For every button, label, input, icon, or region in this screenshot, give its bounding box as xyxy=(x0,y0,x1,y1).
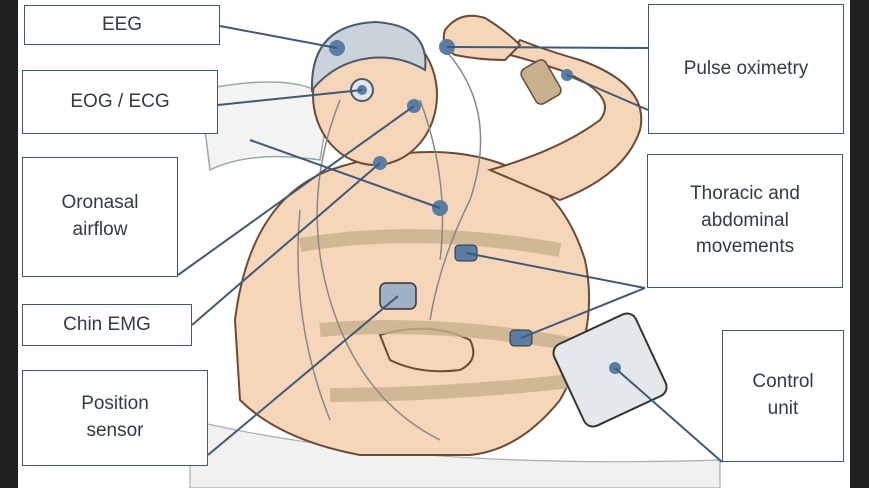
label-eeg: EEG xyxy=(24,5,220,45)
label-control-unit: Control unit xyxy=(722,330,844,462)
label-position-sensor: Position sensor xyxy=(22,370,208,466)
leader-control xyxy=(615,368,722,462)
leader-eeg xyxy=(220,26,337,48)
leader-pulse-finger xyxy=(447,47,648,48)
raised-arm xyxy=(490,40,641,200)
label-thoracic-abdominal: Thoracic and abdominal movements xyxy=(647,154,843,288)
hand xyxy=(444,16,520,60)
label-eog-ecg: EOG / ECG xyxy=(22,70,218,134)
label-chin-emg: Chin EMG xyxy=(22,304,192,346)
label-oronasal-airflow: Oronasal airflow xyxy=(22,157,178,277)
label-pulse-oximetry: Pulse oximetry xyxy=(648,4,844,134)
